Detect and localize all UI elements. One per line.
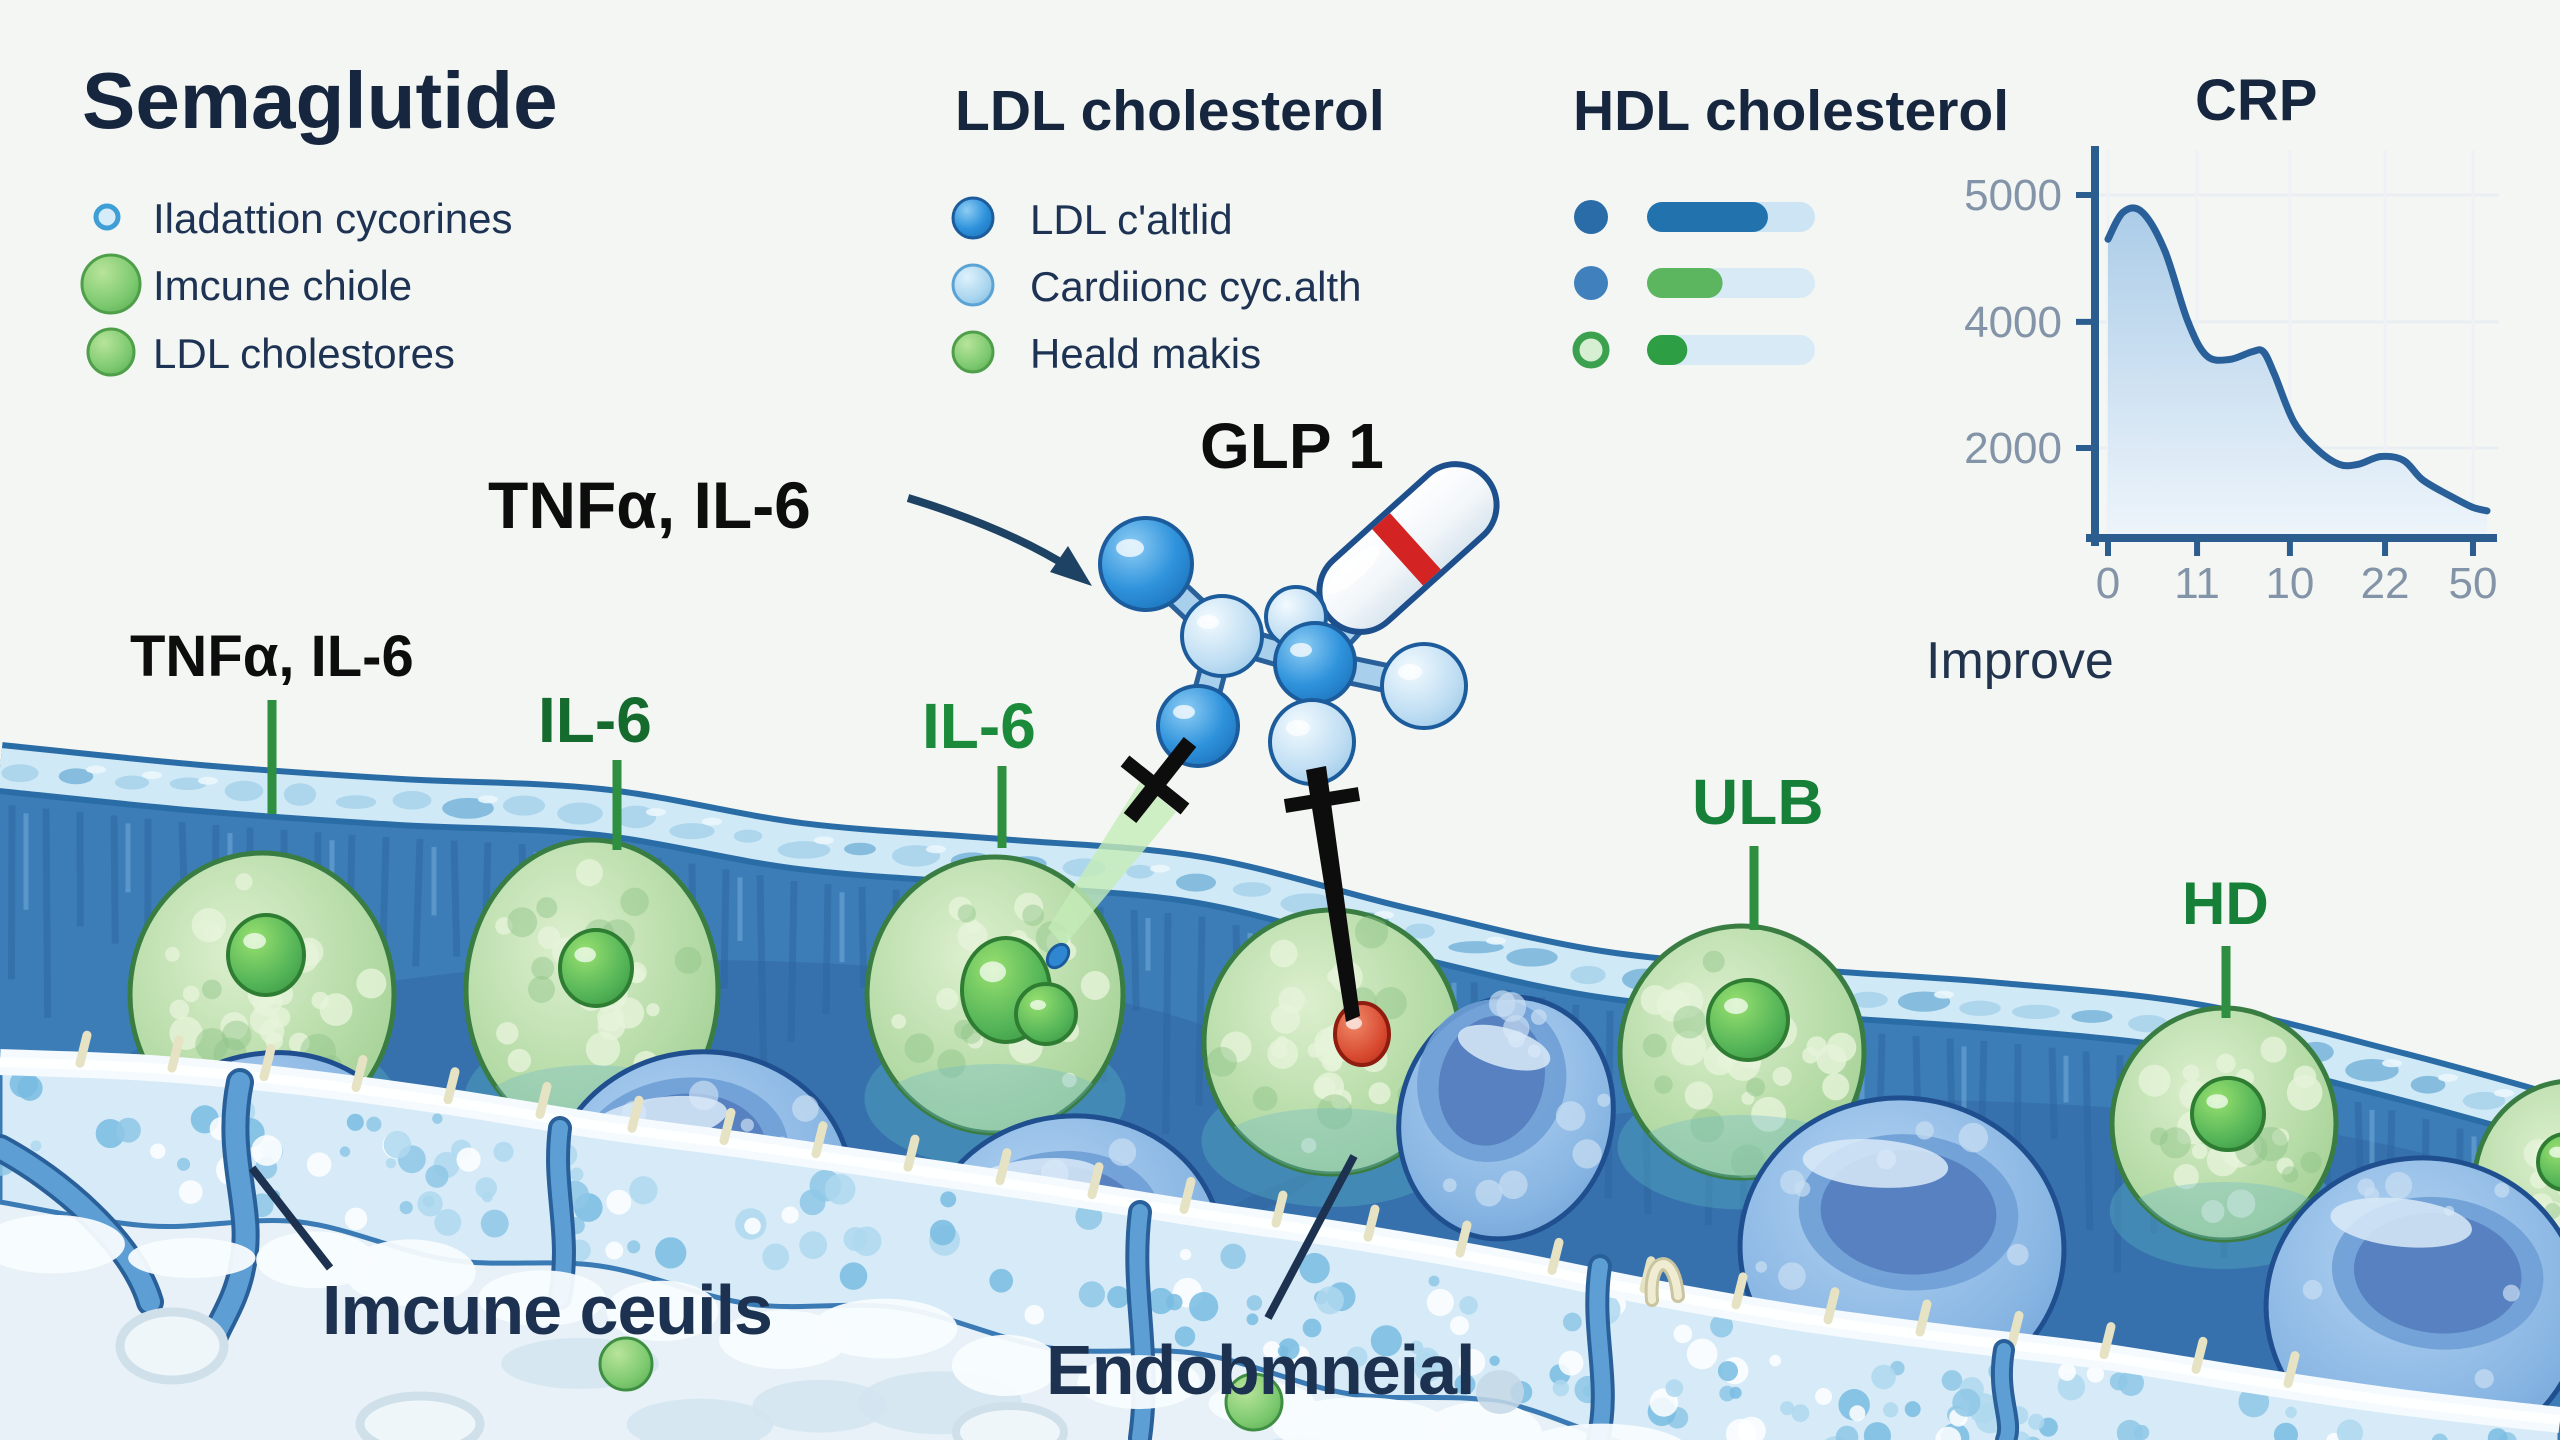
ldl-title: LDL cholesterol bbox=[955, 79, 1385, 143]
legend-label: LDL cholestores bbox=[153, 330, 455, 377]
ulb-label: ULB bbox=[1692, 766, 1824, 838]
capsule-icon bbox=[1316, 461, 1500, 635]
crp-title: CRP bbox=[2195, 68, 2317, 133]
atom-highlights bbox=[1116, 539, 1422, 736]
pin-crossbar bbox=[1283, 787, 1361, 813]
immune-cell bbox=[2109, 1005, 2339, 1269]
free-particles bbox=[598, 1336, 1524, 1432]
svg-text:4000: 4000 bbox=[1964, 298, 2062, 347]
il6-left-label: IL-6 bbox=[538, 684, 652, 756]
svg-text:11: 11 bbox=[2174, 559, 2220, 608]
tnf-il6-center-label: TNFα, IL-6 bbox=[488, 468, 811, 542]
svg-text:10: 10 bbox=[2265, 559, 2314, 608]
hdl-panel: HDL cholesterol bbox=[1572, 79, 2009, 369]
crp-chart: 5000 4000 2000 0 11 10 22 50 bbox=[1964, 146, 2499, 608]
svg-text:2000: 2000 bbox=[1964, 424, 2062, 473]
svg-text:0: 0 bbox=[2096, 559, 2120, 608]
legend-label: Cardiionc cyc.alth bbox=[1030, 263, 1361, 310]
semaglutide-panel: Semaglutide Iladattion cycorines Imcune … bbox=[80, 56, 558, 377]
large-green-sphere-icon bbox=[80, 253, 142, 315]
page-title: Semaglutide bbox=[82, 56, 558, 145]
pale-particle bbox=[1476, 1370, 1524, 1414]
small-blue-circle-icon bbox=[93, 203, 121, 231]
hdl-bars bbox=[1572, 200, 1815, 369]
pin-crossbar bbox=[1120, 755, 1190, 815]
arrow-line bbox=[906, 494, 1073, 572]
legend-label: LDL c'altlid bbox=[1030, 196, 1233, 243]
green-sphere-icon bbox=[951, 330, 995, 374]
pin-stem bbox=[1306, 766, 1360, 1022]
crp-panel: CRP 5000 4000 2000 0 11 10 22 50 Improve bbox=[1926, 68, 2499, 690]
green-particle bbox=[598, 1336, 654, 1392]
green-sphere-icon bbox=[86, 327, 136, 377]
droplet-icon bbox=[1045, 942, 1071, 970]
il6-mid-label: IL-6 bbox=[922, 690, 1036, 762]
pointer-line bbox=[248, 1165, 334, 1271]
pin-stem bbox=[1123, 737, 1197, 823]
ldl-panel: LDL cholesterol LDL c'altlid Cardiionc c… bbox=[951, 79, 1385, 377]
svg-text:22: 22 bbox=[2361, 559, 2410, 608]
svg-text:5000: 5000 bbox=[1964, 171, 2062, 220]
legend-label: Iladattion cycorines bbox=[153, 195, 513, 242]
legend-label: Imcune chiole bbox=[153, 262, 412, 309]
immune-cell-row bbox=[127, 837, 2560, 1315]
arrow-head-icon bbox=[1050, 546, 1092, 586]
hd-label: HD bbox=[2182, 870, 2269, 937]
endothelial-cell bbox=[1396, 990, 1616, 1242]
improve-label: Improve bbox=[1926, 632, 2114, 690]
tnf-il6-left-label: TNFα, IL-6 bbox=[130, 624, 414, 689]
glp1-label: GLP 1 bbox=[1200, 410, 1384, 482]
beam bbox=[1048, 782, 1176, 946]
endothelial-label: Endobmneial bbox=[1046, 1331, 1474, 1409]
light-blue-sphere-icon bbox=[951, 263, 995, 307]
blue-sphere-icon bbox=[951, 196, 995, 240]
immune-cells-label: Imcune ceuils bbox=[322, 1271, 772, 1349]
svg-text:50: 50 bbox=[2449, 559, 2498, 608]
glp1-molecule bbox=[1098, 461, 1500, 786]
hdl-title: HDL cholesterol bbox=[1573, 79, 2009, 143]
legend-label: Heald makis bbox=[1030, 330, 1261, 377]
green-particle bbox=[1224, 1372, 1284, 1432]
annotations: TNFα, IL-6 TNFα, IL-6 IL-6 IL-6 GLP 1 UL… bbox=[130, 410, 2269, 1409]
pointer-line bbox=[1264, 1154, 1358, 1320]
inhibitor-pins bbox=[1045, 737, 1361, 1022]
